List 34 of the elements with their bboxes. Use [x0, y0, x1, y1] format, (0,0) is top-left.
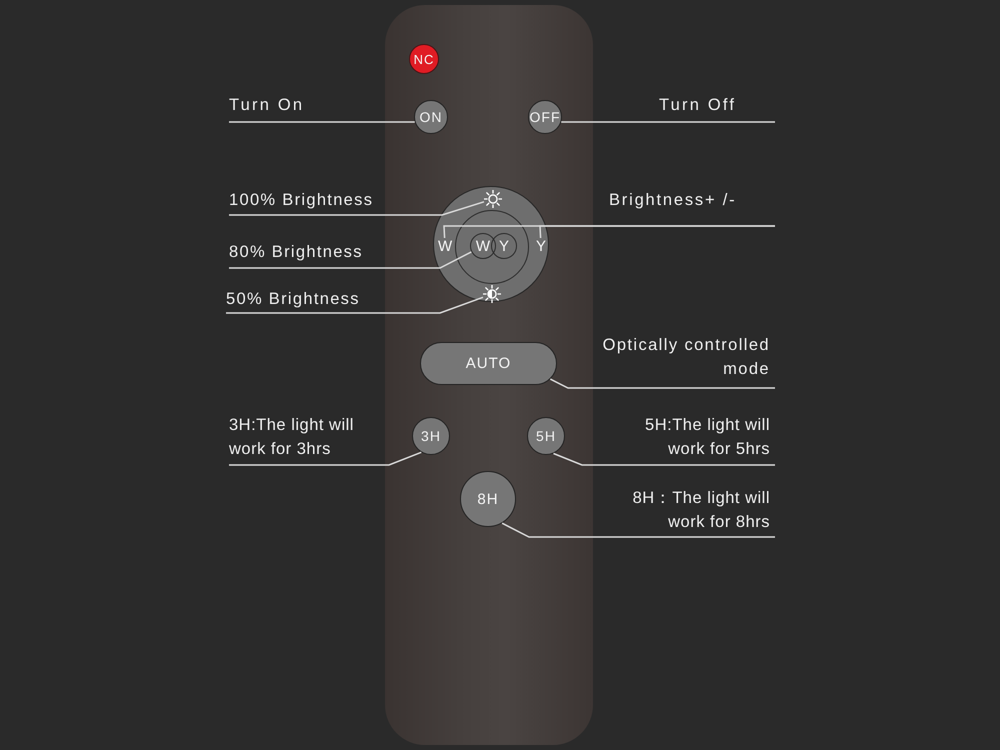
callout-label: 5H:The light will work for 5hrs — [615, 413, 775, 465]
round-button: OFF — [528, 100, 562, 134]
round-button: ON — [414, 100, 448, 134]
leader-line — [550, 378, 775, 389]
callout-label: 3H:The light will work for 3hrs — [229, 413, 384, 465]
dial-inner-ring — [455, 210, 529, 284]
callout-label: Brightness+ /- — [605, 188, 775, 226]
leader-line — [539, 225, 775, 238]
leader-line — [502, 522, 775, 538]
leader-line — [226, 296, 484, 314]
callout-label: 8H：The light will work for 8hrs — [600, 486, 775, 537]
leader-line — [561, 121, 775, 123]
dial-center-button: W — [470, 233, 496, 259]
round-button: NC — [409, 44, 439, 74]
callout-label: Turn On — [229, 93, 329, 122]
leader-line — [229, 251, 472, 269]
round-button: 5H — [527, 417, 565, 455]
dial-letter: W — [438, 238, 452, 256]
leader-line — [553, 452, 775, 466]
half-filled-sun-icon — [483, 285, 501, 303]
callout-label: 100% Brightness — [229, 188, 399, 215]
leader-line — [229, 121, 415, 123]
callout-label: Optically controlled mode — [595, 333, 775, 388]
sun-icon — [484, 190, 502, 208]
pill-button: AUTO — [420, 342, 557, 385]
dial-center-button: Y — [491, 233, 517, 259]
leader-line — [229, 452, 422, 466]
remote-control — [385, 5, 593, 745]
round-button: 8H — [460, 471, 516, 527]
dial-letter: Y — [534, 238, 548, 256]
round-button: 3H — [412, 417, 450, 455]
callout-label: Turn Off — [655, 93, 775, 122]
callout-label: 50% Brightness — [226, 287, 396, 313]
callout-label: 80% Brightness — [229, 240, 399, 268]
